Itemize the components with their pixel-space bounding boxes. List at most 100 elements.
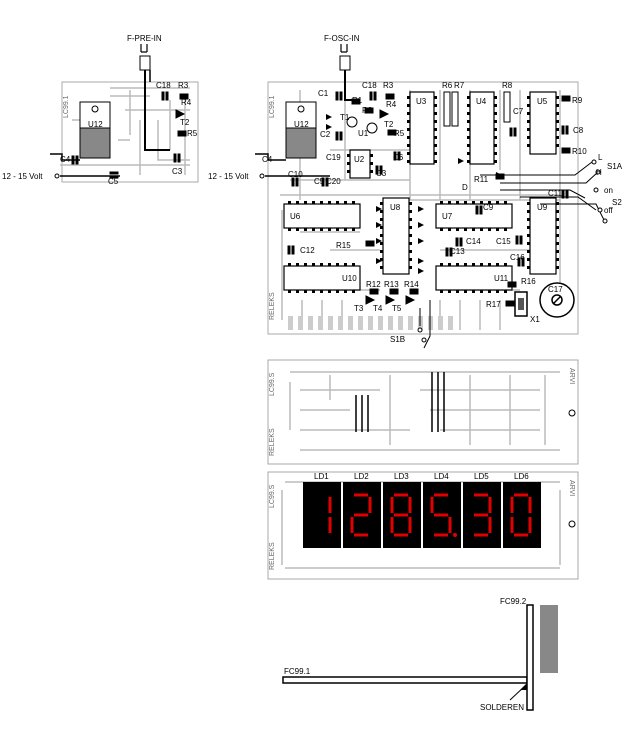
main-board-label-r13: R13 bbox=[384, 280, 399, 289]
segment-f bbox=[430, 497, 434, 513]
led-digit-label: LD4 bbox=[434, 472, 449, 481]
led-digit-label: LD3 bbox=[394, 472, 409, 481]
main-board-label-c1: C1 bbox=[318, 89, 329, 98]
small-board-input-label: F-PRE-IN bbox=[127, 34, 162, 43]
small-board-label-r5: R5 bbox=[187, 129, 198, 138]
main-board-label-t2: T2 bbox=[384, 120, 394, 129]
switch-label-on: on bbox=[604, 186, 613, 195]
main-board-label-r12: R12 bbox=[366, 280, 381, 289]
main-board-label-c17: C17 bbox=[548, 285, 563, 294]
segment-a bbox=[474, 493, 488, 497]
small-board-input-connector bbox=[139, 44, 170, 151]
main-board-label-r11: R11 bbox=[474, 175, 489, 184]
small-board-label-t2: T2 bbox=[180, 118, 190, 127]
led-digit bbox=[343, 482, 381, 548]
led-digit bbox=[463, 482, 501, 548]
main-board-label-c2: C2 bbox=[320, 130, 331, 139]
ic-u9: U9 bbox=[527, 197, 559, 275]
main-board-edge-text-bottom: RELEKS bbox=[269, 292, 276, 320]
main-board-regulator-label: U12 bbox=[294, 120, 309, 129]
mounting-detail: FC99.1 FC99.2 SOLDEREN bbox=[282, 597, 558, 712]
diode bbox=[326, 124, 332, 130]
switch-label-s1a: S1A bbox=[607, 162, 623, 171]
main-board-label-r5: R5 bbox=[394, 129, 405, 138]
segment-a bbox=[514, 493, 528, 497]
ic-label: U7 bbox=[442, 212, 453, 221]
small-board-label-c3: C3 bbox=[172, 167, 183, 176]
led-digit-label: LD6 bbox=[514, 472, 529, 481]
segment-c bbox=[408, 517, 412, 533]
main-board-label-c11: C11 bbox=[548, 189, 563, 198]
switch-label-l: L bbox=[598, 153, 603, 162]
main-board-label-r10: R10 bbox=[572, 147, 587, 156]
segment-c bbox=[528, 517, 532, 533]
pcb-horizontal-edge bbox=[282, 676, 528, 684]
main-board-label-r4: R4 bbox=[386, 100, 397, 109]
segment-d bbox=[434, 533, 448, 537]
small-board-label-c18: C18 bbox=[156, 81, 171, 90]
main-board-label-t3: T3 bbox=[354, 304, 364, 313]
segment-d bbox=[354, 533, 368, 537]
switch-label-s1b: S1B bbox=[390, 335, 405, 344]
segment-b bbox=[328, 497, 332, 513]
main-board-label-c15: C15 bbox=[496, 237, 511, 246]
ic-label: U3 bbox=[416, 97, 427, 106]
led-digit bbox=[423, 482, 461, 548]
main-board-label-c16: C16 bbox=[510, 253, 525, 262]
diode bbox=[418, 222, 424, 228]
main-board-label-r6: R6 bbox=[442, 81, 453, 90]
ic-label: U9 bbox=[537, 203, 548, 212]
diode bbox=[326, 114, 332, 120]
main-board-label-c19: C19 bbox=[326, 153, 341, 162]
segment-d bbox=[514, 533, 528, 537]
ic-u3: U3 bbox=[407, 91, 437, 165]
main-board-label-r15: R15 bbox=[336, 241, 351, 250]
segment-a bbox=[394, 493, 408, 497]
decimal-point bbox=[453, 533, 457, 537]
ic-label: U2 bbox=[354, 155, 365, 164]
display-block bbox=[540, 605, 558, 673]
segment-b bbox=[408, 497, 412, 513]
ic-label: U8 bbox=[390, 203, 401, 212]
ic-u11: U11 bbox=[435, 263, 513, 293]
ic-u6: U6 bbox=[283, 201, 361, 231]
ic-label: U10 bbox=[342, 274, 357, 283]
small-board-supply-label: 12 - 15 Volt bbox=[2, 172, 43, 181]
segment-a bbox=[354, 493, 368, 497]
main-board-label-d: D bbox=[462, 183, 468, 192]
diode bbox=[418, 268, 424, 274]
segment-b bbox=[488, 497, 492, 513]
ic-label: U4 bbox=[476, 97, 487, 106]
display-board-edge-text-right: ARVI bbox=[568, 480, 575, 496]
segment-f bbox=[510, 497, 514, 513]
pcb-vertical-edge bbox=[526, 604, 534, 711]
display-board-edge-text-bottom: RELEKS bbox=[269, 542, 276, 570]
segment-c bbox=[488, 517, 492, 533]
small-board-label-r3: R3 bbox=[178, 81, 189, 90]
display-board-edge-text-top: LC99.S bbox=[269, 484, 276, 508]
diode bbox=[458, 158, 464, 164]
segment-g bbox=[434, 513, 448, 517]
main-board-label-r17: R17 bbox=[486, 300, 501, 309]
main-board-label-c6: C6 bbox=[393, 153, 404, 162]
main-board-regulator-body bbox=[285, 127, 317, 159]
main-board-edge-text-top: LC99.1 bbox=[269, 95, 276, 118]
main-board-input-label: F-OSC-IN bbox=[324, 34, 360, 43]
main-board-label-r8: R8 bbox=[502, 81, 513, 90]
segment-f bbox=[390, 497, 394, 513]
main-board-label-r16: R16 bbox=[521, 277, 536, 286]
segment-b bbox=[368, 497, 372, 513]
main-board-label-t1: T1 bbox=[340, 113, 350, 122]
main-board-label-u1: U1 bbox=[358, 129, 369, 138]
segment-c bbox=[328, 517, 332, 533]
main-board-label-c5: C5 bbox=[314, 177, 325, 186]
led-digit bbox=[503, 482, 541, 548]
main-board-outline bbox=[267, 81, 579, 335]
small-board-outline bbox=[61, 81, 199, 183]
small-board-label-c4: C4 bbox=[60, 155, 71, 164]
segment-g bbox=[474, 513, 488, 517]
segment-d bbox=[474, 533, 488, 537]
diode bbox=[418, 206, 424, 212]
